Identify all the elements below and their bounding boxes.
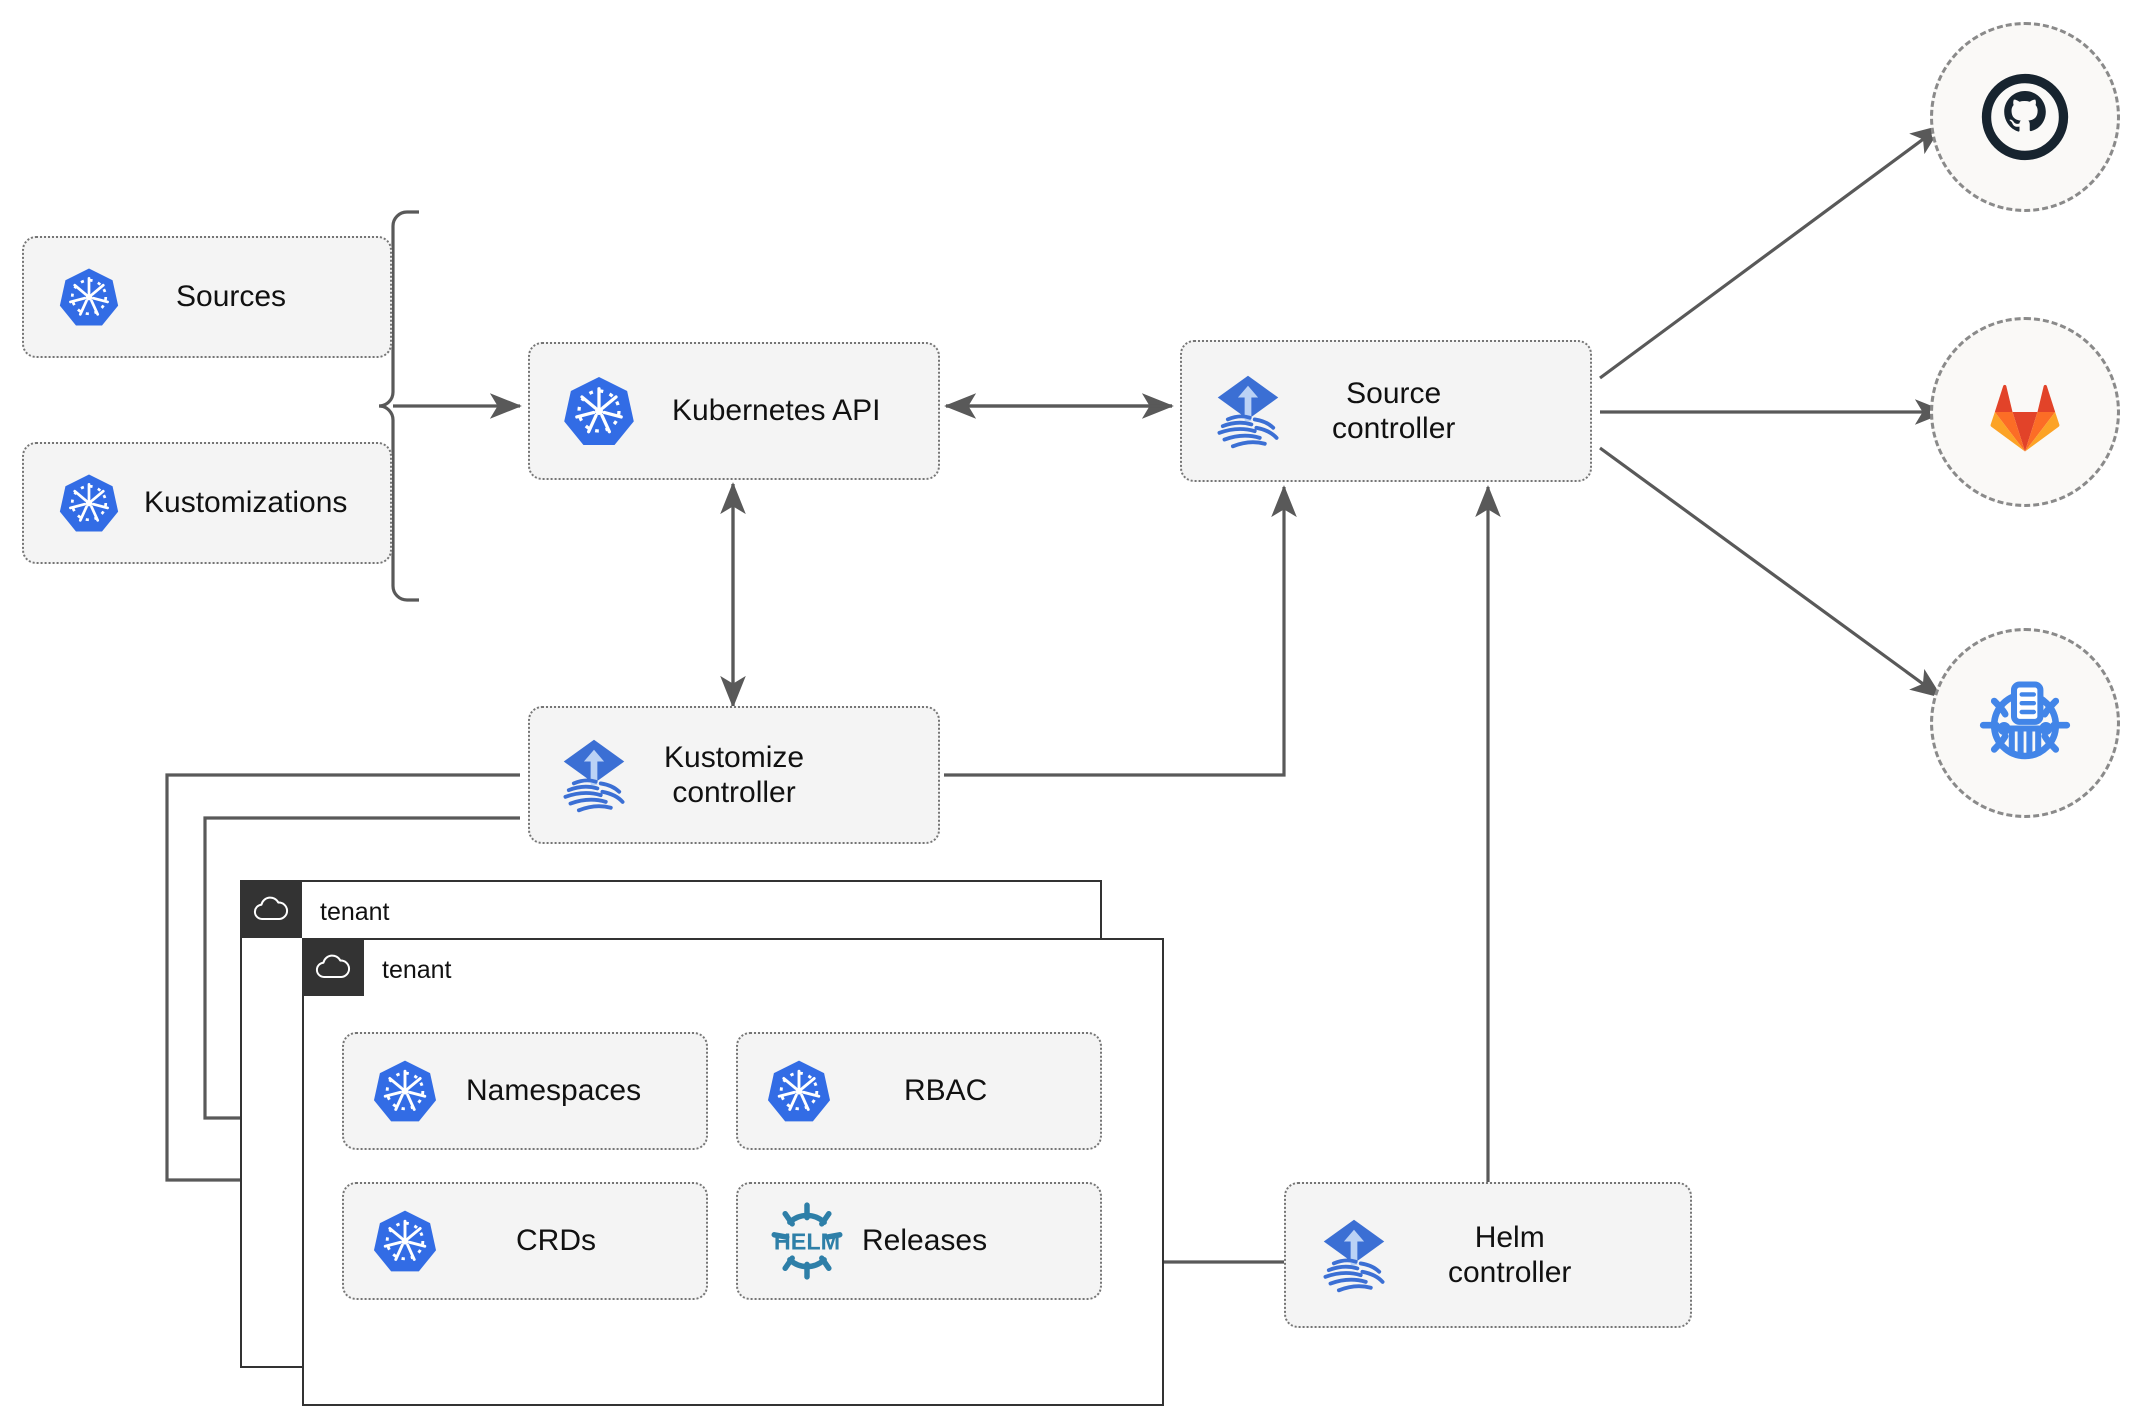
flux-icon: [1312, 1213, 1396, 1297]
node-namespaces[interactable]: Namespaces: [342, 1032, 708, 1150]
node-label: Source controller: [1332, 376, 1456, 445]
kubernetes-icon: [372, 1058, 438, 1124]
tenant-tab-2: [301, 937, 364, 996]
node-label: Kubernetes API: [672, 394, 881, 428]
flux-icon: [552, 733, 636, 817]
edge-source-controller-to-helm-repo: [1599, 446, 1943, 699]
tenant-label-1: tenant: [320, 898, 390, 926]
github-icon: [1981, 73, 2069, 161]
node-label: Kustomizations: [144, 486, 348, 520]
helm-icon: HELM: [768, 1202, 846, 1280]
gitlab-icon: [1990, 384, 2060, 452]
tenant-label-2: tenant: [382, 956, 452, 984]
edge-source-controller-to-github: [1599, 124, 1943, 380]
node-kubernetes-api[interactable]: Kubernetes API: [528, 342, 940, 480]
cloud-icon: [253, 896, 288, 920]
kubernetes-icon: [766, 1058, 832, 1124]
provider-github[interactable]: [1930, 22, 2120, 212]
node-label: Helm controller: [1448, 1220, 1572, 1289]
edge-kustomize-controller-to-source-controller: [944, 485, 1297, 777]
kubernetes-icon: [58, 472, 120, 534]
svg-text:HELM: HELM: [774, 1229, 840, 1255]
node-kustomize-controller[interactable]: Kustomize controller: [528, 706, 940, 844]
node-releases[interactable]: HELM Releases: [736, 1182, 1102, 1300]
node-source-controller[interactable]: Source controller: [1180, 340, 1592, 482]
node-kustomizations[interactable]: Kustomizations: [22, 442, 392, 564]
provider-gitlab[interactable]: [1930, 317, 2120, 507]
kubernetes-icon: [58, 266, 120, 328]
node-label: Namespaces: [466, 1074, 642, 1108]
node-label: Releases: [862, 1224, 988, 1258]
node-sources[interactable]: Sources: [22, 236, 392, 358]
flux-icon: [1206, 369, 1290, 453]
tenant-frame-2[interactable]: tenant: [301, 937, 1164, 1406]
kubernetes-icon: [372, 1208, 438, 1274]
node-label: Kustomize controller: [664, 740, 805, 809]
helm-repository-icon: [1979, 681, 2071, 760]
node-helm-controller[interactable]: Helm controller: [1284, 1182, 1692, 1328]
node-crds[interactable]: CRDs: [342, 1182, 708, 1300]
cloud-icon: [315, 954, 350, 978]
kubernetes-icon: [562, 374, 636, 448]
node-rbac[interactable]: RBAC: [736, 1032, 1102, 1150]
node-label: RBAC: [904, 1074, 988, 1108]
node-label: CRDs: [516, 1224, 596, 1258]
node-label: Sources: [176, 280, 287, 314]
provider-helm-repository[interactable]: [1930, 628, 2120, 818]
tenant-tab-1: [239, 879, 302, 938]
